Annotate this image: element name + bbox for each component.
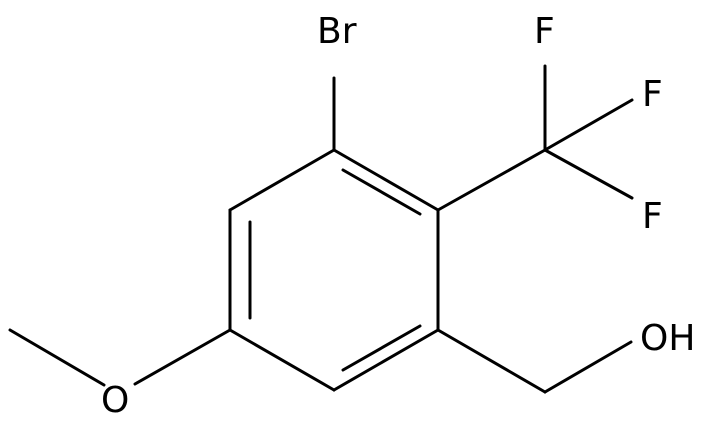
ring-bond-c6-c5 bbox=[228, 328, 336, 392]
fluorine-right-label: F bbox=[642, 74, 663, 115]
ring-double-bond-inner-c3-c2 bbox=[341, 168, 422, 216]
ring-bond-c1-c6 bbox=[332, 328, 440, 392]
bond-cf3-to-f-bottom bbox=[543, 148, 634, 200]
bond-ch2-to-oh bbox=[543, 340, 633, 394]
bond-methoxy-oxygen-to-methyl bbox=[8, 328, 106, 387]
methoxy-oxygen-label: O bbox=[101, 380, 129, 421]
bond-ring-to-methoxy-oxygen bbox=[133, 328, 232, 386]
ring-double-bond-inner-c1-c6 bbox=[341, 324, 422, 372]
ring-bond-c4-c3 bbox=[228, 148, 336, 212]
fluorine-bottom-label: F bbox=[642, 196, 663, 237]
bond-cf3-to-f-right bbox=[543, 98, 634, 152]
bond-to-cf3-carbon bbox=[436, 148, 547, 212]
hydroxyl-label: OH bbox=[640, 318, 695, 359]
bromine-label: Br bbox=[317, 11, 357, 52]
ring-bond-c3-c2 bbox=[332, 148, 440, 212]
bond-ring-to-ch2 bbox=[436, 328, 547, 394]
fluorine-top-label: F bbox=[534, 11, 555, 52]
